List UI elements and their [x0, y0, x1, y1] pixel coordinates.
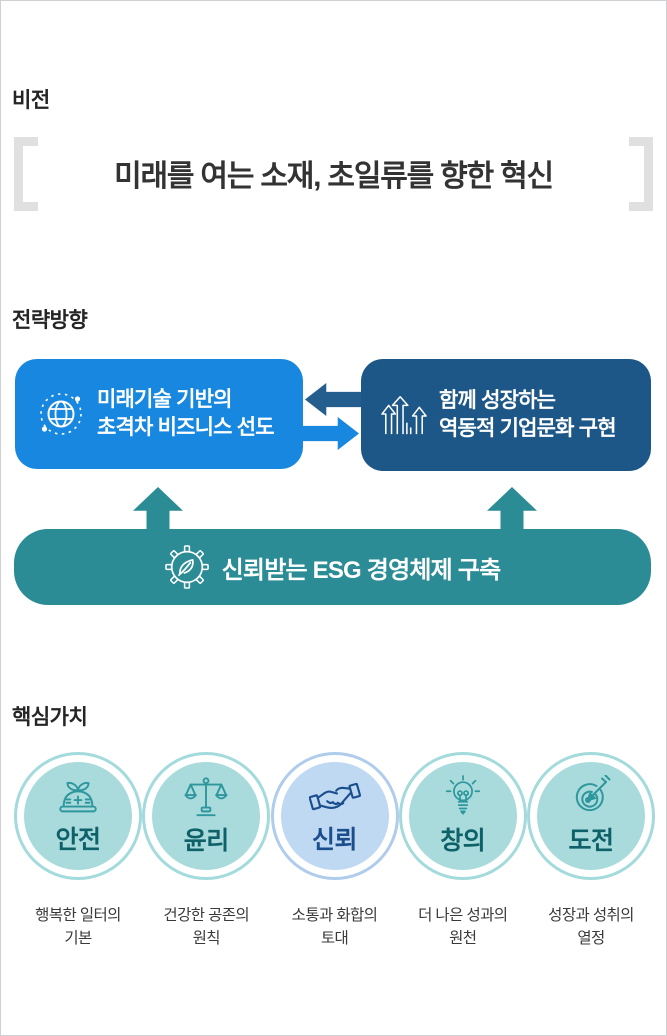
desc-line: 기본 — [64, 930, 92, 948]
core-value-creativity: 창의 — [398, 752, 527, 880]
desc-line: 건강한 공존의 — [163, 907, 250, 924]
esg-foundation-label: 신뢰받는 ESG 경영체제 구축 — [221, 556, 501, 584]
core-value-challenge: 도전 — [527, 752, 655, 880]
desc-line: 원천 — [449, 930, 477, 948]
value-label: 도전 — [568, 827, 614, 855]
up-arrow-icon — [133, 487, 183, 531]
strategy-box-line: 역동적 기업문화 구현 — [439, 417, 617, 440]
value-label: 창의 — [440, 827, 486, 855]
lightbulb-icon — [441, 775, 485, 819]
core-value-trust: 신뢰 — [270, 752, 399, 880]
vision-banner: 미래를 여는 소재, 초일류를 향한 혁신 — [14, 137, 653, 211]
vision-statement: 미래를 여는 소재, 초일류를 향한 혁신 — [114, 160, 554, 194]
handshake-icon — [308, 776, 361, 818]
core-values-heading: 핵심가치 — [12, 706, 88, 730]
swap-arrow-right-icon — [303, 417, 359, 450]
value-label: 안전 — [55, 826, 101, 854]
value-label: 윤리 — [183, 827, 230, 855]
value-description: 건강한 공존의 원칙 — [142, 904, 270, 951]
core-value-ethics: 윤리 — [142, 752, 271, 880]
value-circle: 도전 — [527, 752, 655, 880]
strategy-box-text: 함께 성장하는 역동적 기업문화 구현 — [439, 387, 617, 442]
value-circle: 안전 — [14, 752, 142, 880]
core-values-row: 안전 — [14, 752, 655, 880]
gear-leaf-icon — [164, 545, 209, 589]
value-description: 더 나은 성과의 원천 — [399, 904, 527, 951]
strategy-box-text: 미래기술 기반의 초격차 비즈니스 선도 — [97, 386, 275, 441]
value-label: 신뢰 — [311, 826, 358, 854]
core-values-descriptions: 행복한 일터의 기본 건강한 공존의 원칙 소통과 화합의 토대 더 나은 성과… — [14, 904, 655, 951]
value-circle: 신뢰 — [270, 752, 399, 880]
strategy-box-future-tech: 미래기술 기반의 초격차 비즈니스 선도 — [15, 359, 303, 469]
esg-foundation-bar: 신뢰받는 ESG 경영체제 구축 — [14, 529, 651, 605]
strategy-box-line: 함께 성장하는 — [439, 389, 556, 413]
value-description: 행복한 일터의 기본 — [14, 904, 142, 951]
desc-line: 열정 — [577, 930, 605, 948]
desc-line: 소통과 화합의 — [291, 907, 378, 924]
desc-line: 더 나은 성과의 — [418, 907, 508, 924]
desc-line: 토대 — [320, 930, 349, 948]
left-bracket-decoration — [14, 137, 38, 211]
sprout-mound-icon — [55, 776, 101, 818]
desc-line: 행복한 일터의 — [35, 907, 121, 924]
strategy-box-corporate-culture: 함께 성장하는 역동적 기업문화 구현 — [361, 359, 651, 471]
strategy-box-line: 미래기술 기반의 — [97, 388, 232, 412]
strategy-box-line: 초격차 비즈니스 선도 — [97, 416, 275, 439]
desc-line: 원칙 — [192, 930, 221, 948]
up-arrow-icon — [487, 487, 537, 531]
strategy-heading: 전략방향 — [12, 309, 88, 333]
growth-arrows-icon — [381, 394, 427, 436]
swap-arrow-left-icon — [305, 383, 361, 416]
desc-line: 성장과 성취의 — [548, 907, 634, 924]
target-dart-icon — [568, 775, 614, 819]
right-bracket-decoration — [629, 137, 653, 211]
value-description: 성장과 성취의 열정 — [527, 904, 655, 951]
scales-icon — [183, 775, 229, 819]
vision-heading: 비전 — [12, 89, 50, 113]
value-circle: 창의 — [398, 752, 527, 880]
value-description: 소통과 화합의 토대 — [271, 904, 399, 951]
globe-icon — [37, 390, 85, 438]
value-circle: 윤리 — [142, 752, 271, 880]
core-value-safety: 안전 — [14, 752, 142, 880]
